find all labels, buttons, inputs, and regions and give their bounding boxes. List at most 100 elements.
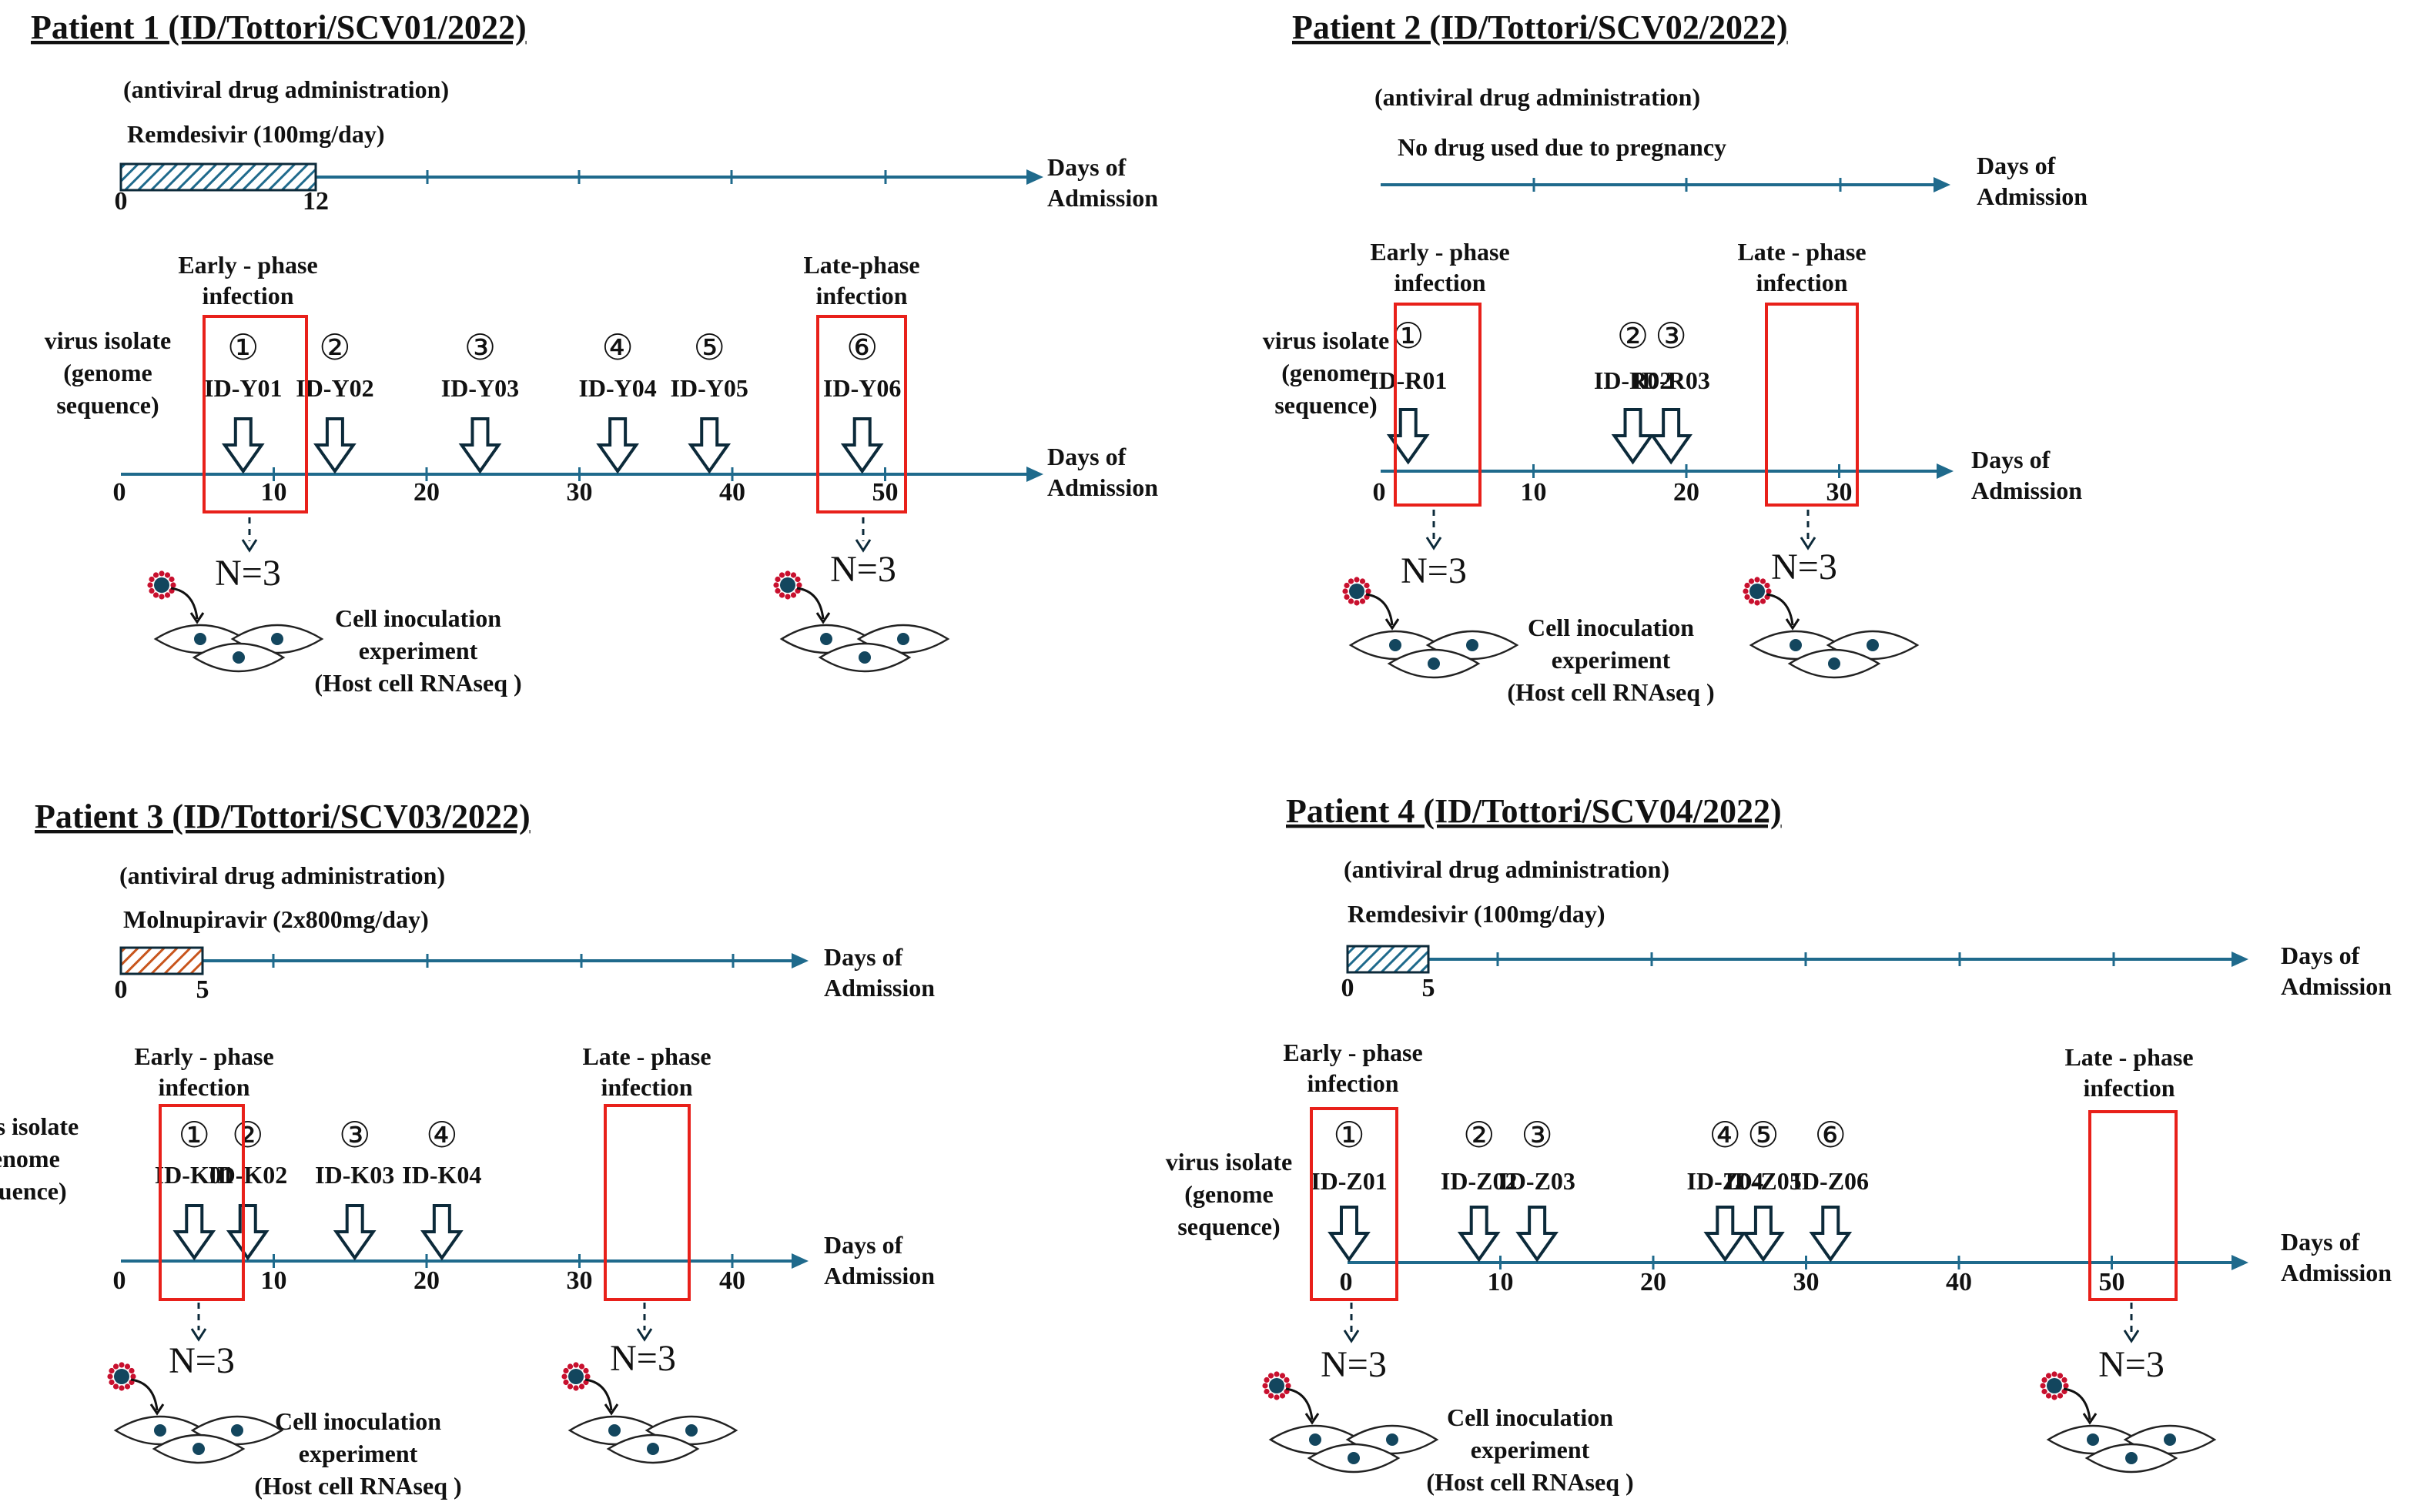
- virus-spike: [119, 1362, 125, 1368]
- selected-isolate-box: [816, 315, 907, 513]
- virus-spike: [1744, 594, 1750, 600]
- virus-spike: [775, 587, 781, 594]
- virus-isolate-label: (genome: [1184, 1180, 1274, 1208]
- cell-nucleus: [897, 633, 909, 645]
- isolate-id: ID-K02: [208, 1161, 287, 1189]
- virus-spike: [1754, 577, 1760, 583]
- selected-isolate-box: [1310, 1107, 1398, 1301]
- virus-spike: [1748, 598, 1755, 604]
- cell-nucleus: [685, 1424, 698, 1437]
- isolate-arrow: [688, 417, 732, 474]
- cell-nucleus: [1389, 639, 1401, 651]
- sampling-arrow-head: [190, 1328, 207, 1342]
- replicate-count: N=3: [1321, 1344, 1387, 1385]
- experiment-label: Cell inoculation: [1528, 614, 1694, 641]
- virus-spike: [583, 1367, 589, 1374]
- patient-panel-2: Patient 2 (ID/Tottori/SCV02/2022)(antivi…: [1263, 8, 2088, 706]
- cell-nucleus: [608, 1424, 621, 1437]
- virus-spike: [112, 1363, 119, 1370]
- isolate-number: ③: [464, 328, 496, 367]
- virus-core: [1269, 1378, 1284, 1393]
- isolate-arrow: [420, 1204, 464, 1261]
- axis-label: Admission: [2281, 1259, 2392, 1286]
- isolate-timeline-axis-arrowhead: [1026, 467, 1043, 482]
- isolate-arrow: [1649, 408, 1693, 465]
- virus-core: [2047, 1378, 2062, 1393]
- early-phase-label: Early - phase: [134, 1042, 273, 1070]
- isolate-number: ③: [1522, 1116, 1553, 1155]
- axis-label: Admission: [2281, 972, 2392, 1000]
- isolate-arrow: [333, 1204, 377, 1261]
- isolate-id: ID-Y02: [296, 374, 373, 402]
- cell-nucleus: [1828, 657, 1840, 670]
- selected-isolate-box: [604, 1104, 691, 1301]
- isolate-arrow: [1809, 1206, 1853, 1263]
- cell: [2046, 1424, 2140, 1455]
- drug-timeline-axis-arrowhead: [1934, 177, 1950, 192]
- virus-isolate-label: sequence): [0, 1177, 67, 1205]
- isolate-tick-label: 40: [719, 478, 745, 507]
- sampling-arrow-head: [636, 1328, 653, 1342]
- cell: [818, 642, 912, 673]
- selected-isolate-box: [1394, 303, 1482, 507]
- virus-spike: [1285, 1383, 1291, 1389]
- early-phase-label: infection: [158, 1073, 249, 1101]
- cell-nucleus: [271, 633, 283, 645]
- virus-spike: [785, 570, 791, 577]
- sampling-arrow-head: [2123, 1330, 2140, 1343]
- virus-spike: [1743, 588, 1749, 594]
- isolate-arrow: [221, 417, 265, 474]
- cell: [152, 1433, 246, 1464]
- sampling-arrow-head: [241, 539, 258, 553]
- isolate-number: ⑥: [1815, 1116, 1846, 1155]
- virus-spike: [2057, 1393, 2064, 1399]
- axis-label: Admission: [1047, 473, 1158, 501]
- virus-spike: [2041, 1388, 2047, 1395]
- isolate-number: ①: [1333, 1116, 1364, 1155]
- cell-nucleus: [2087, 1433, 2099, 1446]
- isolate-number: ⑤: [694, 328, 725, 367]
- isolate-tick-label: 40: [719, 1266, 745, 1295]
- isolate-tick-label: 20: [413, 478, 440, 507]
- virus-spike: [775, 576, 781, 583]
- virus-spike: [778, 572, 785, 578]
- drug-section-label: (antiviral drug administration): [119, 861, 445, 889]
- isolate-tick-label: 10: [1488, 1268, 1514, 1296]
- isolate-number: ②: [1617, 316, 1649, 356]
- isolate-number: ①: [179, 1116, 210, 1155]
- isolate-timeline-axis-arrowhead: [792, 1253, 809, 1269]
- isolate-id: ID-Y01: [204, 374, 282, 402]
- virus-spike: [170, 582, 176, 588]
- virus-spike: [124, 1363, 131, 1370]
- replicate-count: N=3: [169, 1340, 235, 1381]
- virus-spike: [1364, 582, 1370, 589]
- experiment-label: Cell inoculation: [335, 604, 501, 632]
- virus-spike: [1759, 598, 1766, 604]
- virus-spike: [2045, 1393, 2052, 1399]
- cell-nucleus: [1790, 639, 1802, 651]
- virus-core: [154, 577, 169, 593]
- virus-spike: [773, 582, 779, 588]
- axis-label: Days of: [1047, 153, 1127, 181]
- virus-spike: [1344, 582, 1350, 589]
- infection-curve: [2063, 1387, 2091, 1420]
- cell-inoculation-icon: [107, 1362, 284, 1464]
- axis-label: Days of: [2281, 942, 2360, 969]
- cell: [2084, 1443, 2178, 1474]
- virus-spike: [1264, 1377, 1270, 1383]
- virus-spike: [1274, 1371, 1280, 1377]
- virus-isolate-label: virus isolate: [1263, 326, 1389, 354]
- virus-spike: [1284, 1377, 1290, 1383]
- virus-spike: [1264, 1388, 1270, 1395]
- cell-inoculation-icon: [147, 570, 324, 673]
- virus-spike: [169, 576, 175, 583]
- cell: [1307, 1443, 1401, 1474]
- replicate-count: N=3: [215, 553, 281, 594]
- late-phase-label: Late - phase: [582, 1042, 711, 1070]
- axis-label: Days of: [1977, 152, 2056, 179]
- infection-curve-head: [1785, 618, 1800, 631]
- virus-spike: [149, 587, 155, 594]
- virus-core: [568, 1369, 584, 1384]
- virus-spike: [1354, 577, 1360, 583]
- virus-spike: [2051, 1371, 2057, 1377]
